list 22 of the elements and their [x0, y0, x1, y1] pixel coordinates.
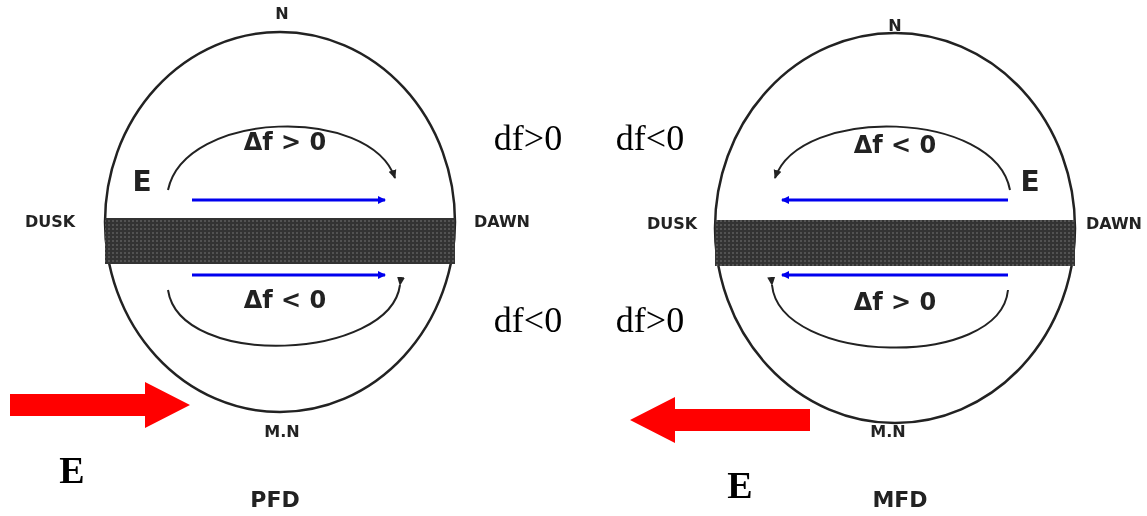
panel-title: PFD [250, 489, 300, 511]
df-label: df<0 [615, 120, 685, 156]
field-label: E [132, 168, 152, 196]
df-label: df<0 [493, 302, 563, 338]
compass-label: M.N [264, 424, 300, 440]
field-label: E [727, 466, 753, 504]
df-label: df>0 [615, 302, 685, 338]
delta-f-label: Δf > 0 [853, 290, 937, 314]
compass-label: DAWN [474, 214, 530, 230]
delta-f-label: Δf < 0 [853, 133, 937, 157]
df-label: df>0 [493, 120, 563, 156]
delta-f-label: Δf < 0 [243, 288, 327, 312]
field-label: E [1020, 168, 1040, 196]
compass-label: N [888, 18, 902, 34]
compass-label: DUSK [646, 216, 698, 232]
delta-f-label: Δf > 0 [243, 130, 327, 154]
panel-title: MFD [872, 489, 928, 511]
field-label: E [59, 451, 85, 489]
compass-label: DAWN [1086, 216, 1142, 232]
compass-label: M.N [870, 424, 906, 440]
compass-label: DUSK [24, 214, 76, 230]
compass-label: N [275, 6, 289, 22]
